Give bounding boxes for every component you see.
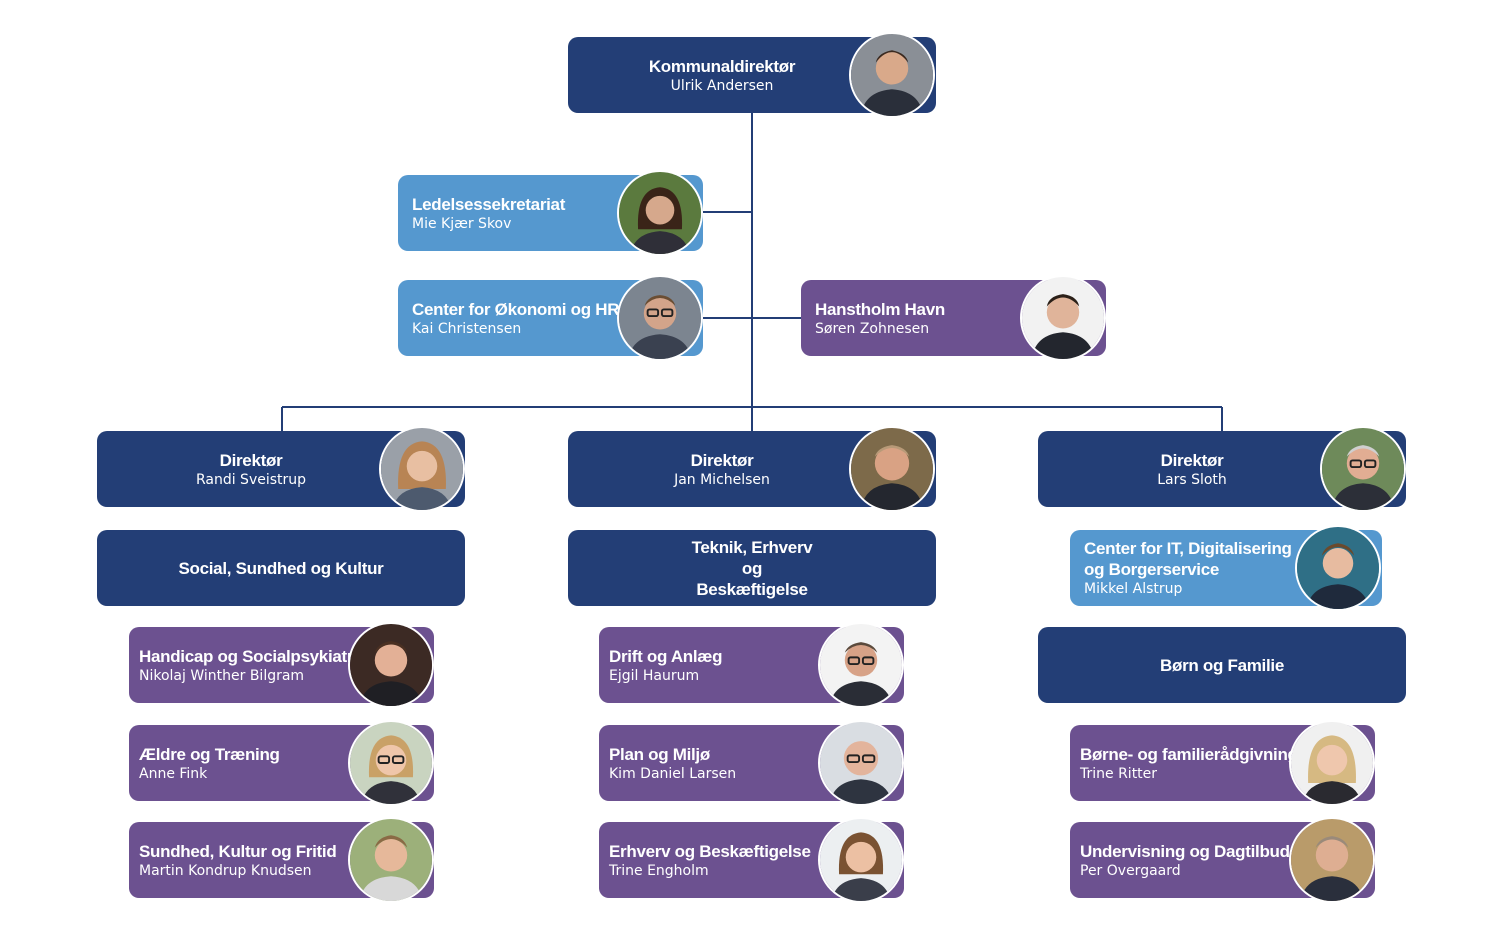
- person-photo-icon: [849, 426, 935, 512]
- staff-title: Hanstholm Havn: [815, 299, 945, 319]
- director-name: Lars Sloth: [1157, 471, 1227, 488]
- person-photo-icon: [1320, 426, 1406, 512]
- unit-title: Sundhed, Kultur og Fritid: [139, 841, 337, 861]
- unit-title: Drift og Anlæg: [609, 646, 723, 666]
- area-title: Børn og Familie: [1160, 655, 1284, 675]
- person-photo-icon: [1289, 720, 1375, 806]
- person-photo-icon: [849, 32, 935, 118]
- director-name: Randi Sveistrup: [195, 471, 307, 488]
- staff-name: Kai Christensen: [412, 320, 522, 337]
- director-name: Jan Michelsen: [674, 471, 770, 488]
- unit-title: Erhverv og Beskæftigelse: [609, 841, 811, 861]
- staff-title: Ledelsessekretariat: [412, 194, 566, 214]
- person-photo-icon: [1289, 817, 1375, 903]
- person-photo-icon: [617, 170, 703, 256]
- person-photo-icon: [617, 275, 703, 361]
- person-photo-icon: [1020, 275, 1106, 361]
- area-title: Social, Sundhed og Kultur: [178, 558, 384, 578]
- unit-name: Trine Ritter: [1080, 765, 1158, 782]
- top-director-name: Ulrik Andersen: [670, 77, 774, 94]
- center-name: Mikkel Alstrup: [1084, 581, 1183, 597]
- area-card-teknik-erhverv[interactable]: Teknik, Erhverv og Beskæftigelse: [568, 530, 936, 606]
- unit-name: Per Overgaard: [1080, 862, 1181, 879]
- top-director-title: Kommunaldirektør: [648, 56, 796, 76]
- unit-name: Trine Engholm: [609, 862, 709, 879]
- staff-title: Center for Økonomi og HR: [412, 299, 620, 319]
- person-photo-icon: [818, 817, 904, 903]
- person-photo-icon: [818, 720, 904, 806]
- unit-name: Martin Kondrup Knudsen: [139, 862, 312, 879]
- person-photo-icon: [379, 426, 465, 512]
- center-title: Center for IT, Digitalisering og Borgers…: [1084, 539, 1292, 579]
- director-title: Direktør: [219, 450, 283, 470]
- unit-name: Nikolaj Winther Bilgram: [139, 667, 305, 684]
- staff-name: Søren Zohnesen: [815, 320, 930, 337]
- unit-title: Handicap og Socialpsykiatri: [139, 646, 358, 666]
- person-photo-icon: [818, 622, 904, 708]
- staff-name: Mie Kjær Skov: [412, 215, 512, 232]
- unit-title: Børne- og familierådgivning: [1080, 744, 1298, 764]
- unit-name: Ejgil Haurum: [609, 667, 700, 684]
- person-photo-icon: [348, 622, 434, 708]
- area-card-boern-familie[interactable]: Børn og Familie: [1038, 627, 1406, 703]
- unit-name: Anne Fink: [139, 765, 208, 782]
- person-photo-icon: [348, 817, 434, 903]
- director-title: Direktør: [1160, 450, 1224, 470]
- unit-title: Undervisning og Dagtilbud: [1080, 841, 1290, 861]
- unit-title: Ældre og Træning: [139, 744, 280, 764]
- director-title: Direktør: [690, 450, 754, 470]
- area-card-social-sundhed-kultur[interactable]: Social, Sundhed og Kultur: [97, 530, 465, 606]
- person-photo-icon: [348, 720, 434, 806]
- unit-title: Plan og Miljø: [609, 744, 710, 764]
- unit-name: Kim Daniel Larsen: [609, 765, 737, 782]
- area-title: Teknik, Erhverv og Beskæftigelse: [691, 537, 813, 599]
- person-photo-icon: [1295, 525, 1381, 611]
